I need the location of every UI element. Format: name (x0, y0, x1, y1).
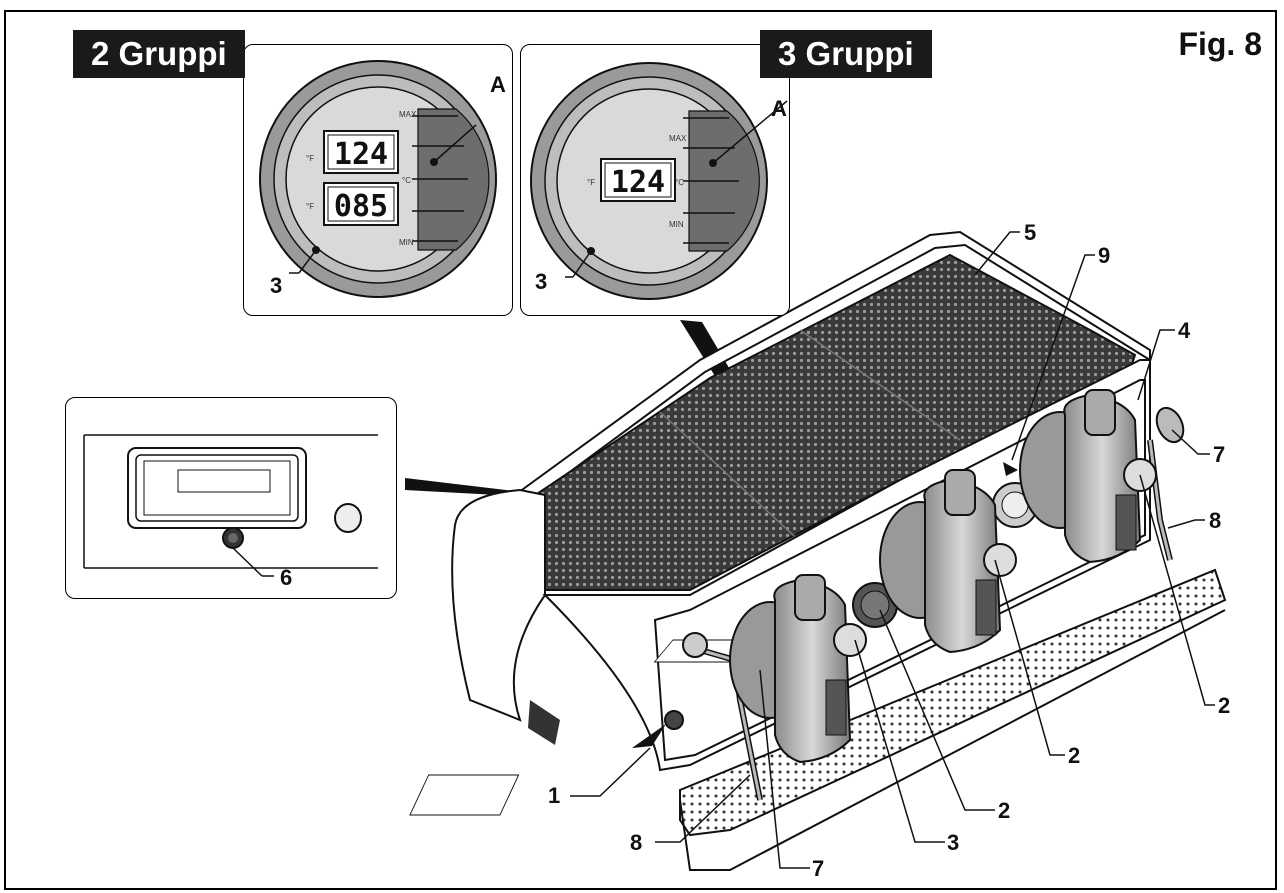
callout-1: 1 (548, 783, 560, 808)
group-head-1 (729, 574, 867, 764)
scale-max-3: MAX (669, 134, 687, 143)
callout-3-inset-3: 3 (535, 269, 547, 294)
unit-f-3: °F (587, 178, 595, 187)
callout-9: 9 (1098, 243, 1110, 268)
inset-switch-panel: 6 (65, 397, 397, 599)
main-switch (664, 710, 684, 730)
callout-3-inset-2: 3 (270, 273, 282, 298)
group-head-2 (879, 469, 1017, 654)
callout-a-2: A (490, 72, 506, 97)
group-head-3 (1019, 389, 1157, 564)
unit-f-top-2: °F (306, 154, 314, 163)
callout-4: 4 (1178, 318, 1191, 343)
cup-warmer-grille (526, 253, 1137, 591)
scale-min-2: MIN (399, 238, 414, 247)
inset-2-groups: MAX MIN °C °F °F 124 085 A 3 (243, 44, 513, 316)
gauge-2-groups: MAX MIN °C °F °F 124 085 A 3 (259, 60, 506, 298)
callout-3-machine: 3 (947, 830, 959, 855)
scale-max-2: MAX (399, 110, 417, 119)
callout-6: 6 (280, 565, 292, 590)
gauge-3-groups: MAX MIN °C °F 124 A 3 (530, 62, 788, 300)
tab-3-groups: 3 Gruppi (760, 30, 932, 78)
callout-2-c: 2 (1218, 693, 1230, 718)
callout-a-3: A (771, 96, 787, 121)
unit-c-3: °C (675, 178, 684, 187)
inset-3-groups: MAX MIN °C °F 124 A 3 (520, 44, 790, 316)
callout-8-right: 8 (1209, 508, 1221, 533)
callout-2-a: 2 (998, 798, 1010, 823)
callout-7-left: 7 (812, 856, 824, 881)
switch-panel-drawing: 6 (83, 434, 378, 590)
callout-5: 5 (1024, 220, 1036, 245)
figure-frame (4, 10, 1277, 890)
display-bottom-2: 085 (334, 189, 388, 224)
callout-8-left: 8 (630, 830, 642, 855)
unit-c-2: °C (402, 176, 411, 185)
display-top-2: 124 (334, 137, 388, 172)
unit-f-bottom-2: °F (306, 202, 314, 211)
machine-body (409, 230, 1227, 871)
tab-2-groups: 2 Gruppi (73, 30, 245, 78)
callout-7-right: 7 (1213, 442, 1225, 467)
callout-2-b: 2 (1068, 743, 1080, 768)
scale-min-3: MIN (669, 220, 684, 229)
display-3: 124 (611, 165, 665, 200)
figure-label: Fig. 8 (1178, 26, 1262, 62)
drip-tray (679, 568, 1227, 837)
